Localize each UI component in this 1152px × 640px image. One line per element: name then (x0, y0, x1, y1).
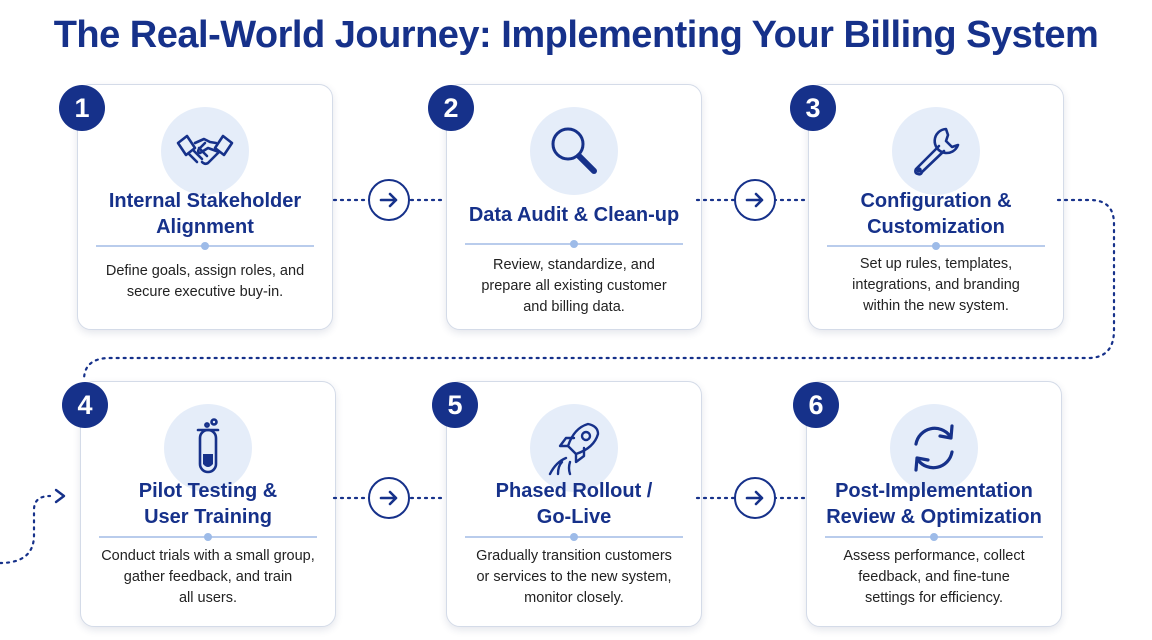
step-description: Set up rules, templates,integrations, an… (852, 256, 1020, 314)
arrow-right-icon (379, 192, 398, 208)
step-number-badge-3: 3 (790, 85, 836, 131)
icon-circle (161, 107, 249, 195)
magnifier-icon (551, 127, 597, 174)
step-number-badge-5: 5 (432, 382, 478, 428)
test-tube-icon (196, 418, 220, 474)
arrow-right-icon (379, 490, 398, 506)
flow-arrow-1-2 (368, 179, 410, 221)
step-divider (99, 533, 317, 541)
icon-circle (892, 107, 980, 195)
flow-arrow-4-5 (368, 477, 410, 519)
arrow-right-icon (745, 490, 764, 506)
step-divider (827, 242, 1045, 250)
icon-circle (164, 404, 252, 492)
handshake-icon (176, 134, 234, 166)
step-heading: Phased Rollout /Go-Live (495, 480, 653, 528)
step-card-2: Data Audit & Clean-up Review, standardiz… (446, 84, 702, 330)
icon-circle (530, 107, 618, 195)
arrow-right-icon (745, 192, 764, 208)
step-number-badge-6: 6 (793, 382, 839, 428)
step-heading: Configuration &Customization (860, 190, 1012, 238)
step-divider (96, 242, 314, 250)
page-title: The Real-World Journey: Implementing You… (53, 14, 1099, 56)
step-description: Conduct trials with a small group,gather… (101, 548, 315, 606)
step-card-4: Pilot Testing &User Training Conduct tri… (80, 381, 336, 627)
wrench-icon (914, 127, 960, 176)
icon-circle (530, 404, 618, 492)
step-divider (465, 533, 683, 541)
refresh-cycle-icon (914, 424, 954, 472)
step-divider (465, 240, 683, 248)
flow-arrow-2-3 (734, 179, 776, 221)
step-number-badge-4: 4 (62, 382, 108, 428)
step-card-3: Configuration &Customization Set up rule… (808, 84, 1064, 330)
step-number-badge-2: 2 (428, 85, 474, 131)
step-heading: Pilot Testing &User Training (138, 480, 278, 528)
step-number-badge-1: 1 (59, 85, 105, 131)
step-divider (825, 533, 1043, 541)
step-card-5: Phased Rollout /Go-Live Gradually transi… (446, 381, 702, 627)
flow-arrow-5-6 (734, 477, 776, 519)
rocket-icon (548, 422, 600, 476)
icon-circle (890, 404, 978, 492)
step-heading: Data Audit & Clean-up (468, 204, 680, 226)
